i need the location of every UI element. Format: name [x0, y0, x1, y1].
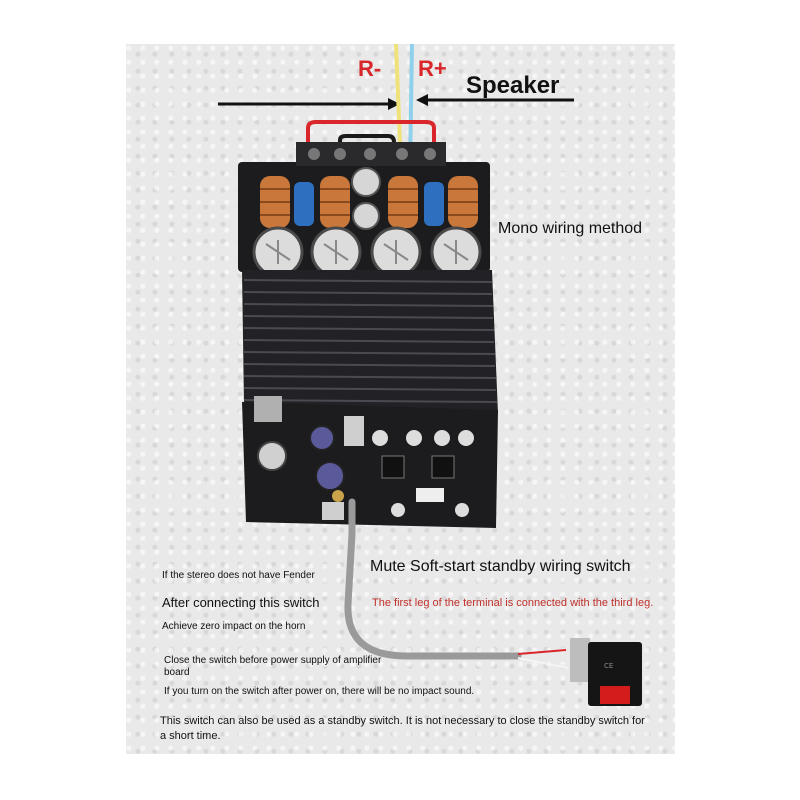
close-switch-note: Close the switch before power supply of …: [164, 655, 382, 678]
speaker-terminal: [296, 142, 446, 166]
r-plus-label: R+: [418, 56, 447, 81]
switch-wires: [517, 649, 569, 669]
mute-switch-label: Mute Soft-start standby wiring switch: [370, 558, 631, 575]
after-connecting-note: After connecting this switch: [162, 595, 320, 610]
product-photo: CE R- R+ Speaker Mono wiring method Mute…: [126, 44, 675, 754]
heatsink: [242, 270, 498, 414]
small-capacitor: [352, 202, 380, 230]
svg-text:CE: CE: [604, 662, 613, 670]
inductor-coils: [260, 176, 478, 228]
mono-wiring-label: Mono wiring method: [498, 220, 643, 237]
switch-cable: [344, 498, 522, 660]
lower-board: [242, 396, 498, 528]
film-capacitors: [294, 182, 444, 226]
electrolytic-capacitors: [252, 226, 482, 278]
stereo-note: If the stereo does not have Fender: [162, 570, 315, 581]
amplifier-board-illustration: CE: [218, 44, 642, 706]
rocker-switch: CE: [570, 638, 642, 706]
standby-note: This switch can also be used as a standb…: [160, 715, 645, 742]
speaker-label: Speaker: [466, 72, 560, 99]
zero-impact-note: Achieve zero impact on the horn: [162, 621, 306, 632]
small-capacitor: [351, 167, 381, 197]
amplifier-board: [238, 142, 490, 278]
first-leg-note: The first leg of the terminal is connect…: [372, 597, 654, 609]
r-minus-label: R-: [358, 56, 382, 81]
turn-on-note: If you turn on the switch after power on…: [164, 686, 475, 697]
speaker-arrows: [218, 94, 574, 110]
